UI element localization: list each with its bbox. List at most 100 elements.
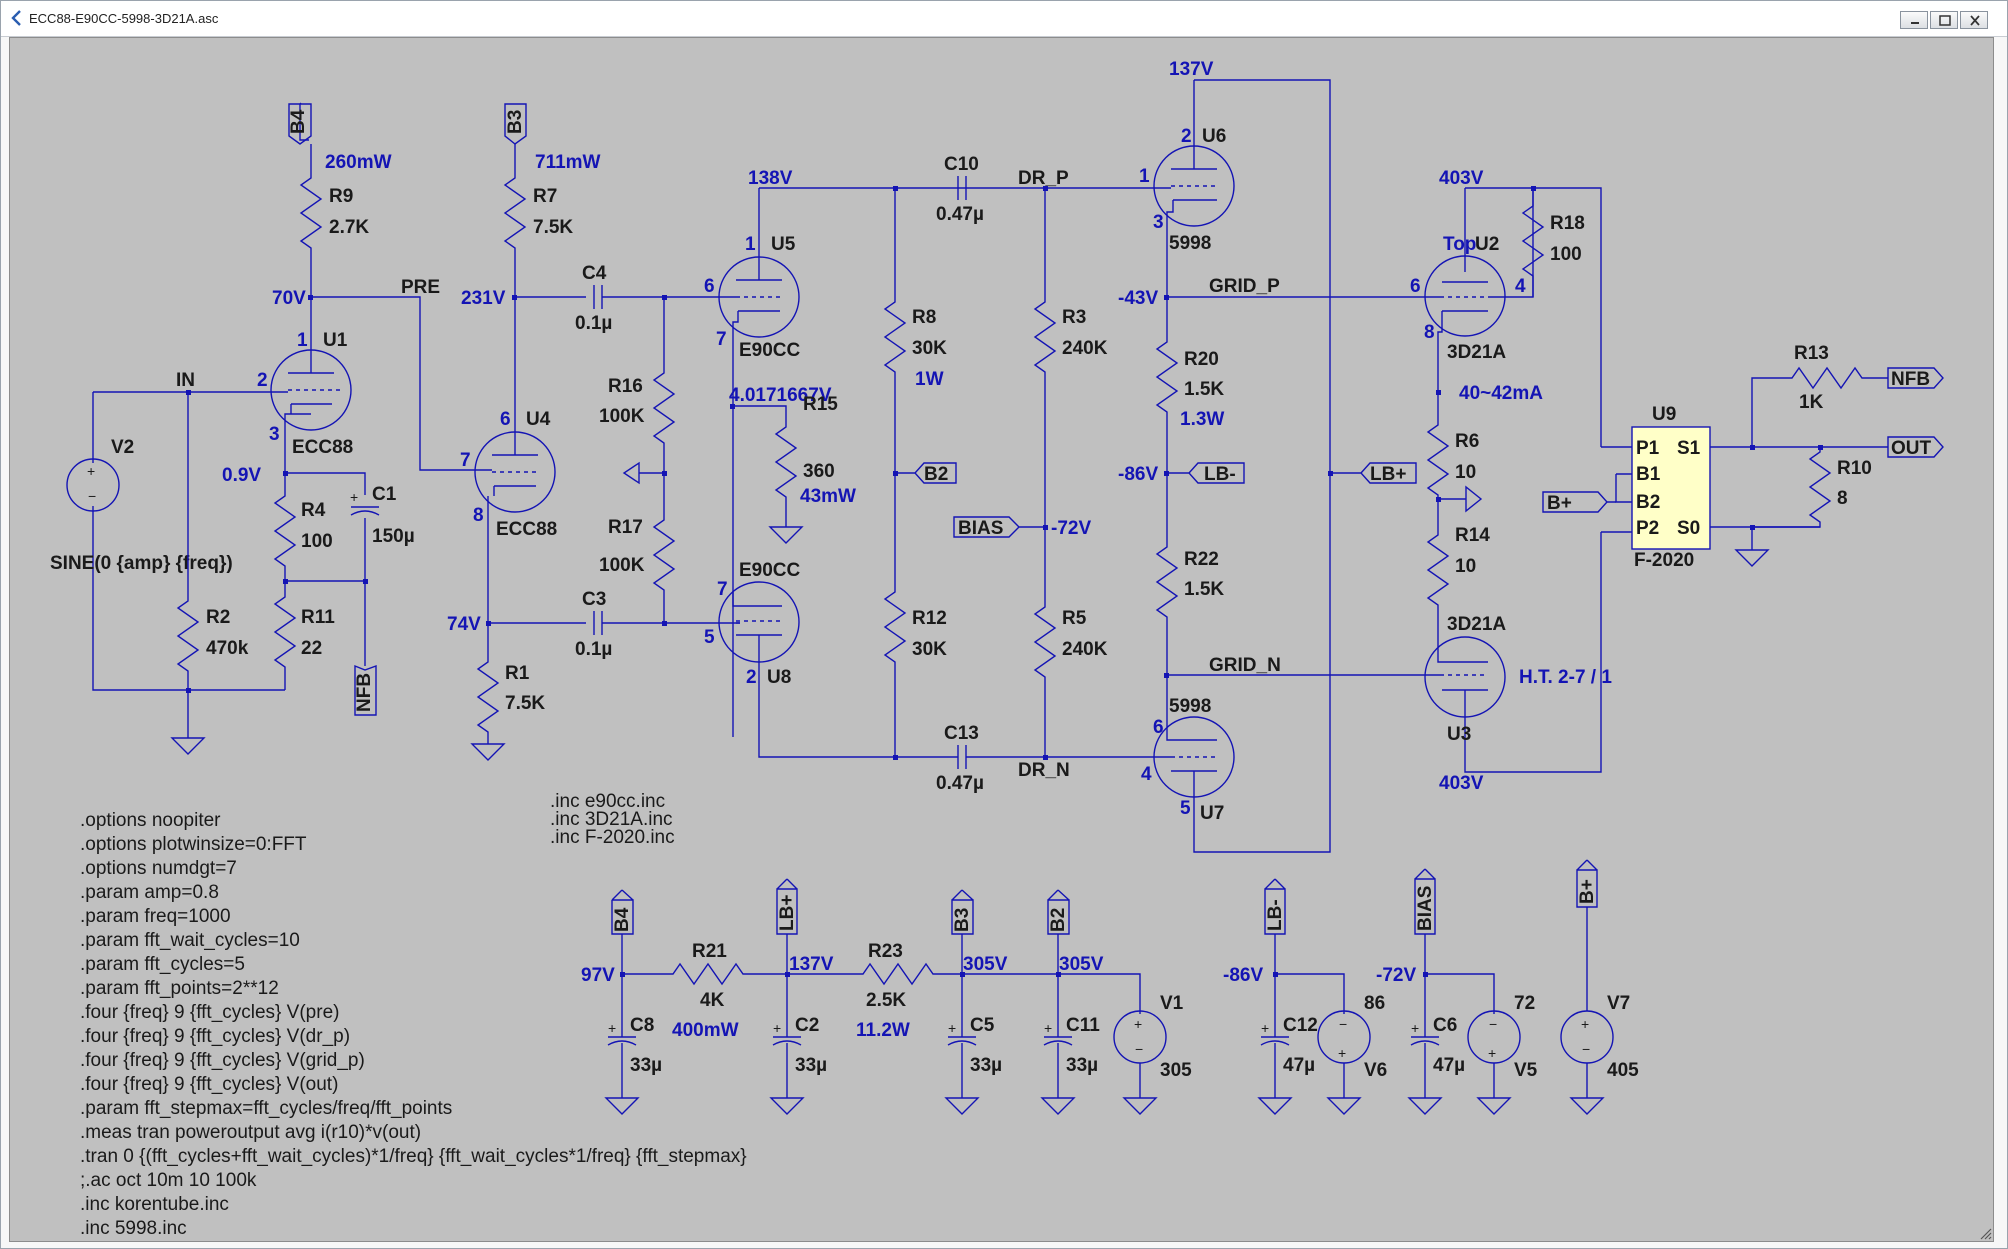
- directives-8-label: .four {freq} 9 {fft_cycles} V(pre): [80, 1002, 339, 1023]
- voltage-source-v1[interactable]: + − V1 305: [1113, 993, 1192, 1115]
- u6-model-label: 5998: [1169, 233, 1211, 254]
- glyph-label: +: [773, 1020, 781, 1036]
- resistor-r8[interactable]: R8 30K: [883, 188, 947, 473]
- tube-u4[interactable]: U4 ECC88 6 7 8: [460, 297, 557, 623]
- resistor-r23[interactable]: R23 2.5K: [787, 941, 962, 1011]
- c1-value-label: 150µ: [372, 526, 415, 547]
- resistor-r16[interactable]: R16 100K: [599, 297, 676, 473]
- r17-name-label: R17: [608, 517, 643, 538]
- port-lb-plus-supply[interactable]: LB+: [776, 878, 798, 974]
- voltage-source-v5[interactable]: − + 72 V5: [1467, 993, 1538, 1115]
- capacitor-c6[interactable]: + C6 47µ: [1407, 974, 1465, 1115]
- transformer-u9[interactable]: U9 F-2020 P1 S1 B1 B2 P2 S0: [1601, 404, 1752, 571]
- port-out[interactable]: OUT: [1887, 436, 1944, 459]
- r5-value-label: 240K: [1062, 639, 1108, 660]
- resistor-r9[interactable]: R9 2.7K: [299, 144, 369, 297]
- resistor-r21[interactable]: R21 4K: [622, 941, 787, 1011]
- annotations-v-74-label: 74V: [447, 614, 481, 635]
- capacitor-c3[interactable]: C3 0.1µ: [488, 589, 740, 660]
- port-b3[interactable]: B3: [504, 103, 527, 145]
- port-nfb-left[interactable]: NFB: [354, 581, 377, 716]
- directives-2-label: .options numdgt=7: [80, 858, 237, 879]
- spice-directives: .options noopiter .options plotwinsize=0…: [80, 810, 747, 1239]
- tube-u1[interactable]: U1 ECC88 1 2 3: [257, 297, 353, 473]
- resistor-r3[interactable]: R3 240K: [1033, 188, 1108, 527]
- tube-u8[interactable]: E90CC U8 7 5 2: [704, 560, 935, 758]
- resistor-r4[interactable]: R4 100: [273, 473, 333, 581]
- port-bias-supply[interactable]: BIAS: [1414, 868, 1495, 1014]
- capacitor-c11[interactable]: + C11 33µ: [1040, 974, 1100, 1115]
- resistor-r11[interactable]: R11 22: [273, 581, 335, 690]
- resistor-r10[interactable]: R10 8: [1734, 447, 1872, 567]
- capacitor-c4[interactable]: C4 0.1µ: [515, 263, 664, 334]
- capacitor-c8[interactable]: + C8 33µ: [604, 974, 662, 1115]
- resistor-r6[interactable]: R6 10: [1426, 392, 1479, 525]
- voltage-source-v6[interactable]: − + 86 V6: [1317, 993, 1387, 1115]
- ports-b4-label: B4: [612, 907, 633, 932]
- minimize-button[interactable]: [1900, 11, 1928, 29]
- resize-grip-icon[interactable]: [1979, 1227, 1993, 1241]
- port-b4[interactable]: B4: [288, 102, 312, 145]
- r17-value-label: 100K: [599, 555, 645, 576]
- port-b4-supply[interactable]: B4: [611, 889, 634, 974]
- resistor-r17[interactable]: R17 100K: [599, 473, 676, 623]
- capacitor-c10[interactable]: C10 0.47µ: [936, 154, 984, 225]
- annotations-v-231-label: 231V: [461, 288, 506, 309]
- resistor-r20[interactable]: R20 1.5K: [1155, 297, 1224, 473]
- title-bar[interactable]: ECC88-E90CC-5998-3D21A.asc: [1, 1, 2007, 37]
- pins-b2-label: B2: [1636, 492, 1660, 513]
- resistor-r5[interactable]: R5 240K: [1033, 527, 1108, 757]
- tube-u3[interactable]: 3D21A H.T. 2-7 / 1 U3: [1424, 532, 1612, 773]
- port-bias-mid[interactable]: BIAS: [953, 516, 1045, 539]
- resistor-r12[interactable]: R12 30K: [883, 473, 947, 757]
- v7-value-label: 405: [1607, 1060, 1639, 1081]
- maximize-button[interactable]: [1930, 11, 1958, 29]
- tube-u7[interactable]: 5998 U7 6 4 5: [1141, 675, 1235, 824]
- port-lb-plus-mid[interactable]: LB+: [1330, 462, 1417, 485]
- ground-symbol: [622, 461, 664, 485]
- capacitor-c2[interactable]: + C2 33µ: [769, 974, 827, 1115]
- voltage-source-v2[interactable]: + − V2 SINE(0 {amp} {freq}): [50, 391, 285, 691]
- r4-name-label: R4: [301, 500, 326, 521]
- r7-name-label: R7: [533, 186, 557, 207]
- annotations-i-u2-label: 40~42mA: [1459, 383, 1543, 404]
- port-lb-minus-mid[interactable]: LB-: [1167, 462, 1245, 485]
- close-button[interactable]: [1960, 11, 1988, 29]
- u6-g-label: 1: [1139, 166, 1150, 187]
- resistor-r1[interactable]: R1 7.5K: [470, 623, 545, 761]
- resistor-r13[interactable]: R13 1K: [1788, 343, 1888, 413]
- tube-u2[interactable]: Top U2 3D21A 6 4 8: [1410, 188, 1534, 392]
- resistor-r15[interactable]: R15 360: [733, 394, 838, 544]
- glyph-label: −: [1489, 1016, 1497, 1032]
- capacitor-c12[interactable]: + C12 47µ: [1257, 974, 1318, 1115]
- schematic-canvas[interactable]: + − V2 SINE(0 {amp} {freq}) IN R2 470k B…: [9, 37, 1994, 1242]
- directives-7-label: .param fft_points=2**12: [80, 978, 279, 999]
- tube-u5[interactable]: U5 E90CC 1 6 7: [704, 188, 801, 737]
- voltage-source-v7[interactable]: + − V7 405: [1560, 907, 1639, 1115]
- v2-name: V2: [111, 437, 134, 458]
- resistor-r14[interactable]: R14 10: [1426, 525, 1490, 652]
- port-nfb-right[interactable]: NFB: [1887, 367, 1944, 390]
- tube-u6[interactable]: U6 5998 2 1 3: [1139, 80, 1235, 297]
- capacitor-c5[interactable]: + C5 33µ: [944, 974, 1002, 1115]
- port-b2-supply[interactable]: B2: [1047, 889, 1070, 974]
- ports-b3-label: B3: [952, 908, 973, 932]
- capacitor-c1[interactable]: + C1 150µ: [350, 484, 415, 547]
- port-b-plus-supply[interactable]: B+: [1576, 859, 1598, 908]
- resistor-r2[interactable]: R2 470k: [170, 392, 249, 755]
- u1-k-label: 3: [269, 424, 280, 445]
- port-b2[interactable]: B2: [895, 462, 957, 485]
- resistor-r7[interactable]: R7 7.5K: [503, 144, 573, 297]
- ports-lb-plus-label: LB+: [1370, 464, 1406, 485]
- window-title: ECC88-E90CC-5998-3D21A.asc: [29, 11, 219, 26]
- glyph-label: +: [1261, 1020, 1269, 1036]
- u7-model-label: 5998: [1169, 696, 1211, 717]
- c2-value-label: 33µ: [795, 1055, 827, 1076]
- port-lb-minus-supply[interactable]: LB-: [1264, 878, 1345, 1014]
- resistor-r22[interactable]: R22 1.5K: [1155, 473, 1224, 675]
- port-b-plus-mid[interactable]: B+: [1542, 491, 1616, 514]
- schematic-drawing[interactable]: + − V2 SINE(0 {amp} {freq}) IN R2 470k B…: [10, 38, 1995, 1243]
- resistor-r18[interactable]: R18 100: [1521, 188, 1585, 297]
- port-b3-supply[interactable]: B3: [951, 889, 974, 974]
- capacitor-c13[interactable]: C13 0.47µ: [935, 723, 1155, 794]
